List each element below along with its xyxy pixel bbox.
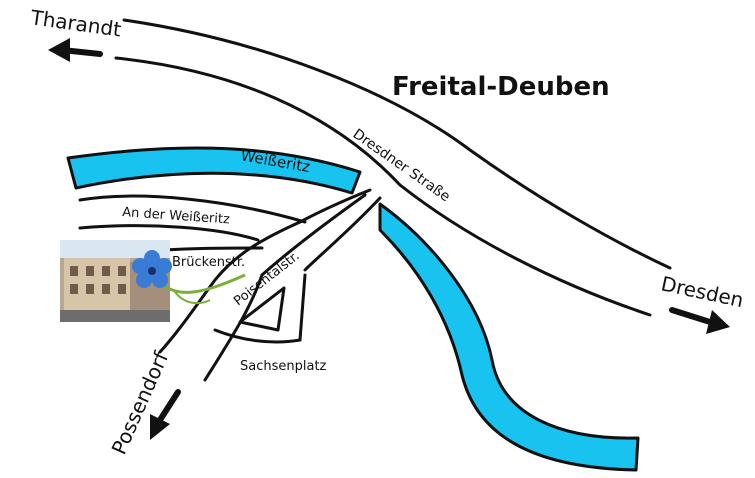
road-poisentalstr-right xyxy=(158,188,372,354)
label-brueckenstr: Brückenstr. xyxy=(172,255,245,270)
label-possendorf: Possendorf xyxy=(107,347,174,458)
sachsenplatz-outer xyxy=(213,273,307,344)
sachsenplatz-triangle xyxy=(238,286,286,332)
label-tharandt: Tharandt xyxy=(28,5,122,42)
road-an-der-weisseritz-upper xyxy=(78,194,307,224)
road-dresdner-strasse xyxy=(122,18,672,270)
road-poisentalstr-left xyxy=(203,193,367,382)
road-an-der-weisseritz-lower xyxy=(78,224,260,242)
road-poisentalstr-east-edge xyxy=(303,196,382,272)
arrow-icon-possendorf xyxy=(150,389,181,440)
arrow-icon-dresden xyxy=(669,307,730,334)
road-dresdner-strasse-lower-edge xyxy=(114,56,652,317)
river-weisseritz-lower xyxy=(378,202,640,472)
cornflower-icon xyxy=(132,250,246,305)
label-sachsenplatz: Sachsenplatz xyxy=(240,359,327,374)
river-weisseritz-upper xyxy=(66,146,362,195)
label-dresden: Dresden xyxy=(659,271,746,312)
arrow-icon-tharandt xyxy=(48,38,103,62)
map-title: Freital-Deuben xyxy=(392,72,610,102)
